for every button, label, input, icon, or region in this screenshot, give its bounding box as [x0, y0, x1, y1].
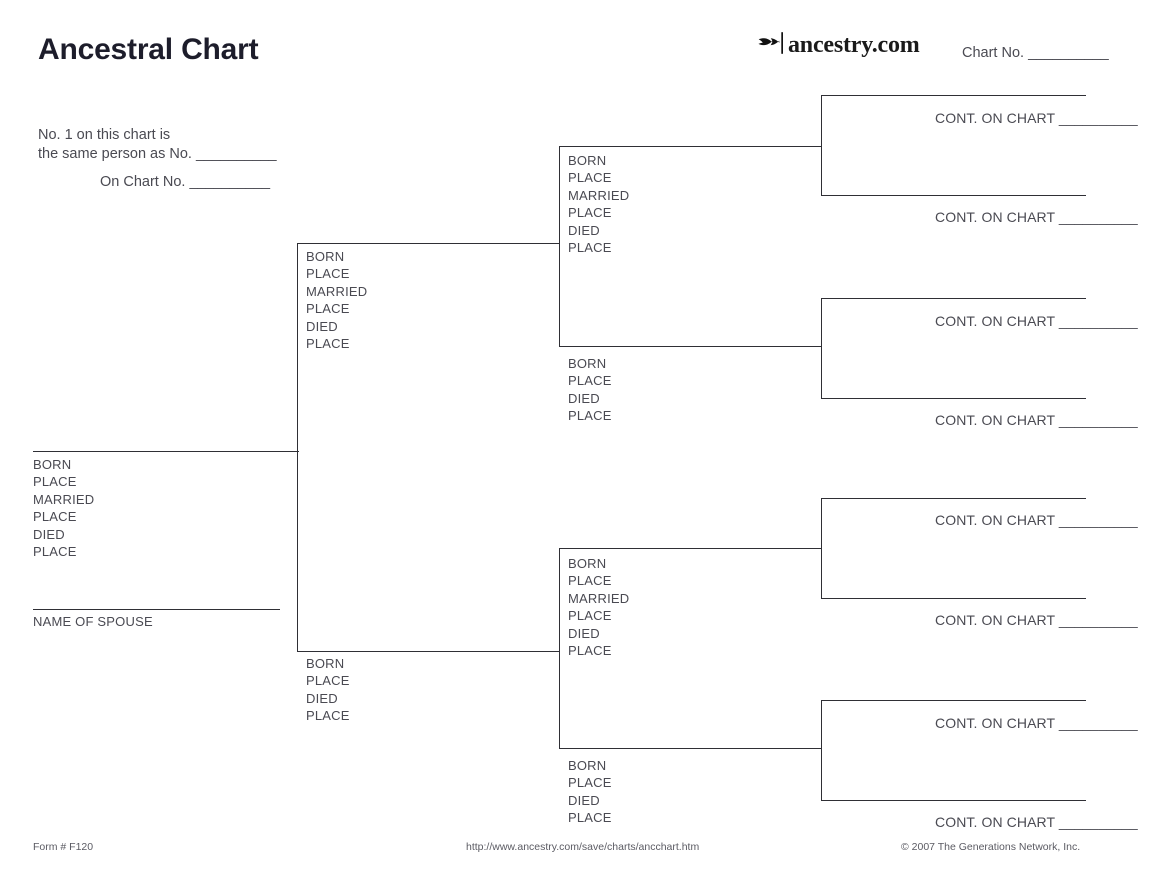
gen2-mother-to-gen3-connector: [549, 651, 559, 652]
field-place: PLACE: [568, 810, 612, 826]
gen2-father-name-rule[interactable]: [297, 243, 559, 244]
field-died: DIED: [568, 625, 600, 641]
field-place: PLACE: [568, 573, 612, 589]
gen4-person10-name-rule[interactable]: [821, 298, 1086, 299]
field-born: BORN: [306, 249, 345, 264]
gen4-person9-name-rule[interactable]: [821, 195, 1086, 196]
person1-fields: BORN PLACE MARRIED PLACE DIED PLACE: [33, 456, 94, 560]
gen3-person6-fields: BORN PLACE MARRIED PLACE DIED PLACE: [568, 555, 629, 659]
field-place: PLACE: [306, 673, 350, 689]
ancestry-leaf-icon: [757, 30, 787, 61]
field-married: MARRIED: [33, 491, 95, 507]
cont-on-chart-label[interactable]: CONT. ON CHART __________: [935, 110, 1138, 126]
gen3-person5-fields: BORN PLACE DIED PLACE: [568, 355, 612, 425]
gen4-person8-name-rule[interactable]: [821, 95, 1086, 96]
gen4-person11-name-rule[interactable]: [821, 398, 1086, 399]
gen4-person12-name-rule[interactable]: [821, 498, 1086, 499]
cont-on-chart-label[interactable]: CONT. ON CHART __________: [935, 814, 1138, 830]
field-place: PLACE: [306, 301, 350, 317]
field-married: MARRIED: [306, 283, 368, 299]
cont-on-chart-label[interactable]: CONT. ON CHART __________: [935, 313, 1138, 329]
footer-form-number: Form # F120: [33, 841, 94, 853]
field-born: BORN: [33, 457, 72, 472]
gen2-mother-fields: BORN PLACE DIED PLACE: [306, 655, 350, 725]
gen3-person6-to-gen4-connector: [811, 548, 821, 549]
field-died: DIED: [306, 690, 338, 706]
same-person-note-line2[interactable]: the same person as No. __________: [38, 146, 277, 162]
field-place: PLACE: [568, 408, 612, 424]
field-place: PLACE: [568, 170, 612, 186]
person1-name-rule[interactable]: [33, 451, 298, 452]
gen2-bracket-vertical: [297, 243, 298, 651]
gen4-bracket3-vertical: [821, 498, 822, 598]
field-born: BORN: [568, 758, 607, 773]
gen3-person5-name-rule[interactable]: [559, 346, 821, 347]
cont-on-chart-label[interactable]: CONT. ON CHART __________: [935, 412, 1138, 428]
field-died: DIED: [568, 222, 600, 238]
gen4-bracket4-vertical: [821, 700, 822, 800]
field-died: DIED: [568, 390, 600, 406]
cont-on-chart-label[interactable]: CONT. ON CHART __________: [935, 512, 1138, 528]
field-married: MARRIED: [568, 187, 630, 203]
field-place: PLACE: [568, 643, 612, 659]
page-title: Ancestral Chart: [38, 33, 259, 66]
cont-on-chart-label[interactable]: CONT. ON CHART __________: [935, 612, 1138, 628]
on-chart-no-field[interactable]: On Chart No. __________: [100, 174, 271, 190]
gen4-person13-name-rule[interactable]: [821, 598, 1086, 599]
same-person-note-line1: No. 1 on this chart is: [38, 127, 171, 143]
field-died: DIED: [33, 526, 65, 542]
gen3-person7-to-gen4-connector: [811, 748, 821, 749]
field-place: PLACE: [568, 775, 612, 791]
gen3-person5-to-gen4-connector: [811, 346, 821, 347]
field-place: PLACE: [568, 373, 612, 389]
field-born: BORN: [568, 153, 607, 168]
ancestry-brand: ancestry.com: [757, 31, 920, 59]
gen2-father-to-gen3-connector: [549, 243, 559, 244]
field-married: MARRIED: [568, 590, 630, 606]
field-born: BORN: [568, 556, 607, 571]
field-place: PLACE: [306, 708, 350, 724]
gen4-bracket2-vertical: [821, 298, 822, 398]
gen3-person4-to-gen4-connector: [811, 146, 821, 147]
gen3-upper-bracket-vertical: [559, 146, 560, 346]
chart-no-field[interactable]: Chart No. __________: [962, 45, 1109, 61]
gen4-person15-name-rule[interactable]: [821, 800, 1086, 801]
gen3-person7-name-rule[interactable]: [559, 748, 821, 749]
field-place: PLACE: [568, 608, 612, 624]
field-place: PLACE: [33, 509, 77, 525]
person1-spouse-rule[interactable]: [33, 609, 280, 610]
cont-on-chart-label[interactable]: CONT. ON CHART __________: [935, 209, 1138, 225]
field-place: PLACE: [33, 544, 77, 560]
brand-name: ancestry.com: [788, 32, 920, 58]
field-place: PLACE: [568, 240, 612, 256]
gen4-bracket1-vertical: [821, 95, 822, 195]
gen3-lower-bracket-vertical: [559, 548, 560, 748]
footer-copyright: © 2007 The Generations Network, Inc.: [901, 841, 1081, 853]
gen3-person6-name-rule[interactable]: [559, 548, 821, 549]
field-died: DIED: [306, 318, 338, 334]
field-born: BORN: [306, 656, 345, 671]
field-place: PLACE: [306, 266, 350, 282]
cont-on-chart-label[interactable]: CONT. ON CHART __________: [935, 715, 1138, 731]
gen4-person14-name-rule[interactable]: [821, 700, 1086, 701]
gen2-mother-name-rule[interactable]: [297, 651, 559, 652]
footer-url[interactable]: http://www.ancestry.com/save/charts/ancc…: [466, 841, 700, 853]
gen2-father-fields: BORN PLACE MARRIED PLACE DIED PLACE: [306, 248, 367, 352]
field-died: DIED: [568, 792, 600, 808]
field-place: PLACE: [568, 205, 612, 221]
field-place: PLACE: [306, 336, 350, 352]
gen3-person7-fields: BORN PLACE DIED PLACE: [568, 757, 612, 827]
name-of-spouse-label: NAME OF SPOUSE: [33, 614, 153, 629]
gen1-to-gen2-connector: [297, 451, 299, 452]
field-born: BORN: [568, 356, 607, 371]
gen3-person4-name-rule[interactable]: [559, 146, 821, 147]
gen3-person4-fields: BORN PLACE MARRIED PLACE DIED PLACE: [568, 152, 629, 256]
field-place: PLACE: [33, 474, 77, 490]
same-person-note: No. 1 on this chart is the same person a…: [38, 126, 277, 164]
